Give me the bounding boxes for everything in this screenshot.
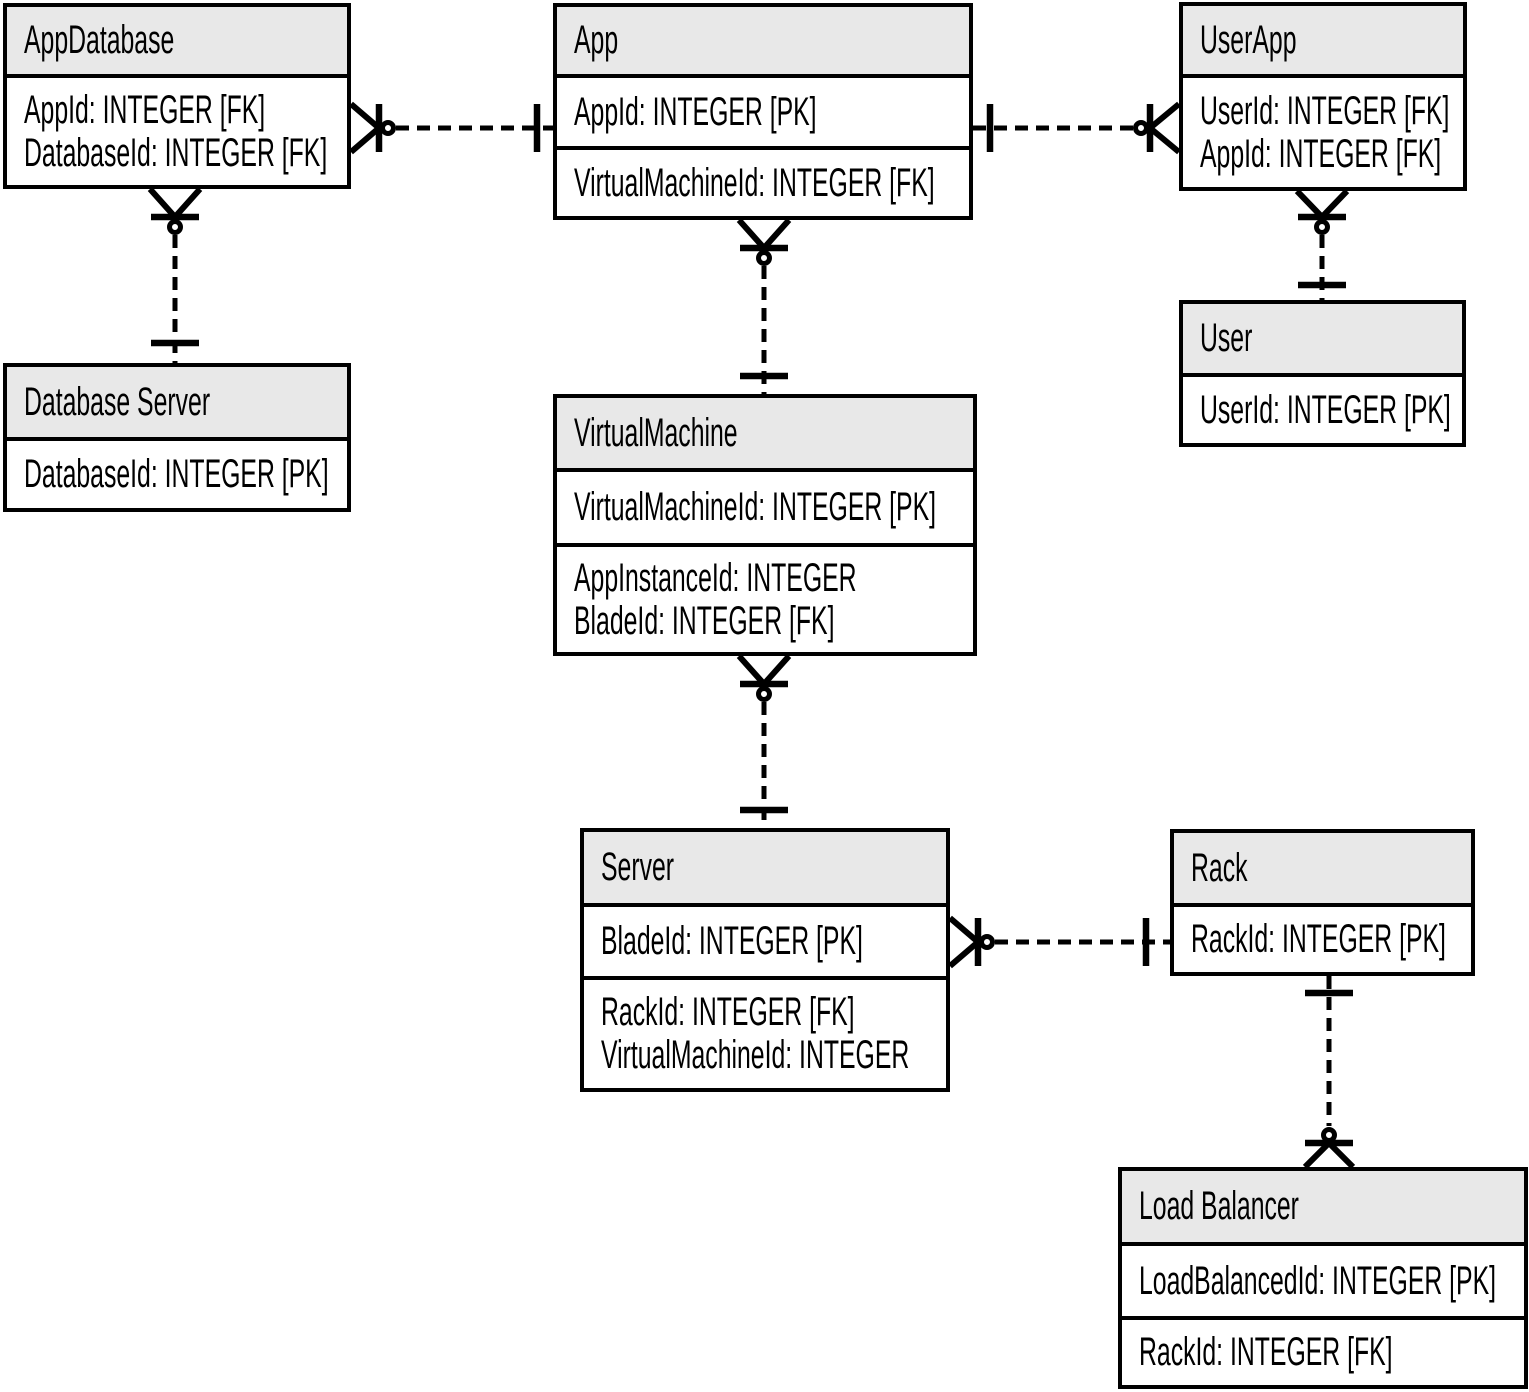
entity-app-database: AppDatabase AppId: INTEGER [FK] Database… xyxy=(3,3,351,189)
attribute-row: UserId: INTEGER [PK] xyxy=(1200,387,1451,432)
cardinality-zero-icon xyxy=(1133,120,1149,136)
entity-user-header: User xyxy=(1183,304,1462,373)
entity-title: Server xyxy=(601,845,675,889)
entity-server: Server BladeId: INTEGER [PK] RackId: INT… xyxy=(580,828,950,1092)
entity-app-pk-section: AppId: INTEGER [PK] xyxy=(557,74,969,146)
crow-foot-many-icon xyxy=(1302,1140,1356,1170)
connector-appdatabase-databaseserver xyxy=(147,187,203,363)
crow-foot-many-icon xyxy=(736,654,792,686)
entity-database-server: Database Server DatabaseId: INTEGER [PK] xyxy=(3,363,351,512)
entity-user-app-header: UserApp xyxy=(1183,6,1463,74)
connector-appdatabase-app xyxy=(349,101,553,155)
entity-database-server-attributes: DatabaseId: INTEGER [PK] xyxy=(7,437,347,508)
entity-title: Load Balancer xyxy=(1139,1184,1299,1228)
attribute-row: BladeId: INTEGER [PK] xyxy=(601,919,863,963)
attribute-row: RackId: INTEGER [FK] xyxy=(1139,1330,1393,1374)
entity-title: Rack xyxy=(1191,845,1248,890)
entity-rack-header: Rack xyxy=(1174,833,1471,903)
entity-title: VirtualMachine xyxy=(574,410,738,455)
entity-app-header: App xyxy=(557,7,969,74)
entity-app-attributes: VirtualMachineId: INTEGER [FK] xyxy=(557,146,969,216)
cardinality-zero-icon xyxy=(167,219,183,235)
entity-app-database-attributes: AppId: INTEGER [FK] DatabaseId: INTEGER … xyxy=(7,74,347,185)
connector-app-userapp xyxy=(973,101,1181,155)
attribute-row: DatabaseId: INTEGER [PK] xyxy=(24,452,329,496)
attribute-row: VirtualMachineId: INTEGER [PK] xyxy=(574,485,937,529)
attribute-row: AppInstanceId: INTEGER xyxy=(574,555,857,600)
entity-title: UserApp xyxy=(1200,17,1297,62)
attribute-row: AppId: INTEGER [FK] xyxy=(1200,131,1442,176)
attribute-row: UserId: INTEGER [FK] xyxy=(1200,88,1450,133)
entity-app: App AppId: INTEGER [PK] VirtualMachineId… xyxy=(553,3,973,220)
entity-load-balancer-attributes: RackId: INTEGER [FK] xyxy=(1122,1316,1524,1385)
cardinality-zero-icon xyxy=(756,686,772,702)
connector-server-rack xyxy=(948,915,1170,969)
crow-foot-many-icon xyxy=(948,915,980,969)
attribute-row: LoadBalancedId: INTEGER [PK] xyxy=(1139,1258,1497,1303)
cardinality-zero-icon xyxy=(380,120,396,136)
entity-user-app: UserApp UserId: INTEGER [FK] AppId: INTE… xyxy=(1179,2,1467,191)
crow-foot-many-icon xyxy=(1148,101,1181,155)
entity-server-header: Server xyxy=(584,832,946,903)
entity-title: Database Server xyxy=(24,379,211,424)
cardinality-zero-icon xyxy=(1314,219,1330,235)
crow-foot-many-icon xyxy=(736,218,792,250)
attribute-row: VirtualMachineId: INTEGER [FK] xyxy=(574,160,935,205)
entity-virtual-machine-header: VirtualMachine xyxy=(557,398,973,468)
crow-foot-many-icon xyxy=(349,101,381,155)
entity-app-database-header: AppDatabase xyxy=(7,7,347,74)
attribute-row: DatabaseId: INTEGER [FK] xyxy=(24,130,328,175)
entity-user-attributes: UserId: INTEGER [PK] xyxy=(1183,373,1462,443)
entity-virtual-machine-attributes: AppInstanceId: INTEGER BladeId: INTEGER … xyxy=(557,543,973,652)
entity-load-balancer: Load Balancer LoadBalancedId: INTEGER [P… xyxy=(1118,1167,1528,1389)
crow-foot-many-icon xyxy=(1294,188,1350,220)
entity-user: User UserId: INTEGER [PK] xyxy=(1179,300,1466,447)
entity-virtual-machine: VirtualMachine VirtualMachineId: INTEGER… xyxy=(553,394,977,656)
entity-server-attributes: RackId: INTEGER [FK] VirtualMachineId: I… xyxy=(584,976,946,1088)
attribute-row: RackId: INTEGER [PK] xyxy=(1191,917,1446,961)
attribute-row: VirtualMachineId: INTEGER xyxy=(601,1033,910,1077)
entity-virtual-machine-pk-section: VirtualMachineId: INTEGER [PK] xyxy=(557,468,973,543)
attribute-row: BladeId: INTEGER [FK] xyxy=(574,598,835,643)
connector-app-virtualmachine xyxy=(736,218,792,394)
entity-database-server-header: Database Server xyxy=(7,367,347,437)
cardinality-zero-icon xyxy=(1321,1127,1337,1143)
entity-title: AppDatabase xyxy=(24,18,175,62)
attribute-row: AppId: INTEGER [PK] xyxy=(574,89,817,134)
entity-server-pk-section: BladeId: INTEGER [PK] xyxy=(584,903,946,976)
attribute-row: RackId: INTEGER [FK] xyxy=(601,990,855,1034)
connector-userapp-user xyxy=(1294,188,1350,300)
entity-load-balancer-pk-section: LoadBalancedId: INTEGER [PK] xyxy=(1122,1242,1524,1316)
entity-title: User xyxy=(1200,316,1253,360)
entity-title: App xyxy=(574,18,619,62)
attribute-row: AppId: INTEGER [FK] xyxy=(24,87,266,132)
cardinality-zero-icon xyxy=(756,250,772,266)
entity-load-balancer-header: Load Balancer xyxy=(1122,1171,1524,1242)
cardinality-zero-icon xyxy=(979,934,995,950)
crow-foot-many-icon xyxy=(147,187,203,219)
connector-virtualmachine-server xyxy=(736,654,792,828)
connector-rack-loadbalancer xyxy=(1302,976,1356,1170)
entity-user-app-attributes: UserId: INTEGER [FK] AppId: INTEGER [FK] xyxy=(1183,74,1463,187)
entity-rack: Rack RackId: INTEGER [PK] xyxy=(1170,829,1475,976)
entity-rack-attributes: RackId: INTEGER [PK] xyxy=(1174,903,1471,972)
